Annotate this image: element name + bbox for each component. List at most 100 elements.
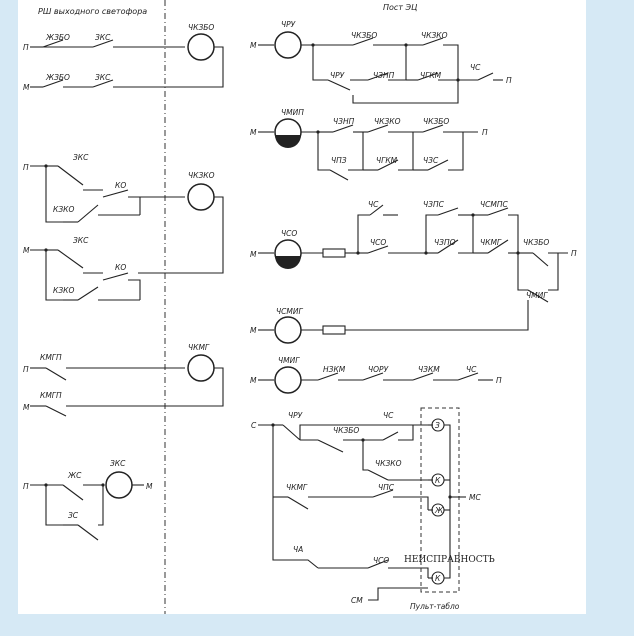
header-right: Пост ЭЦ — [383, 3, 417, 12]
label-zks4: ЗКС — [73, 236, 89, 245]
resistor-r4 — [322, 325, 346, 335]
circuit-indication: С З К Ж К МС — [251, 407, 495, 611]
label-r2-b: ЧКЗКО — [374, 117, 401, 126]
label-r3-g: ЧКЗБО — [523, 238, 549, 247]
circuit-diagram: РШ выходного светофора Пост ЭЦ П М ЖЗБО … — [23, 0, 577, 614]
relay-coil-chmig — [274, 366, 302, 394]
relay-coil-chkzbo — [187, 33, 215, 61]
label-panel: Пульт-табло — [410, 602, 460, 611]
label-lamp-common: МС — [469, 493, 481, 502]
label-kzko2: КЗКО — [53, 286, 74, 295]
pol-m-2: М — [23, 246, 30, 255]
circuit-chkmg: П М КМГП КМГП ЧКМГ — [23, 343, 224, 417]
label-r3-d: ЧСО — [370, 238, 386, 247]
label-b-h: ЧСО — [373, 556, 389, 565]
label-b-e: ЧКМГ — [286, 483, 308, 492]
label-kmgp1: КМГП — [40, 353, 62, 362]
label-b-f: ЧПС — [378, 483, 395, 492]
label-r2-d: ЧПЗ — [331, 156, 347, 165]
label-r5-b: ЧОРУ — [368, 365, 389, 374]
label-b-g: ЧА — [293, 545, 303, 554]
pol-m-r5: М — [250, 376, 257, 385]
label-r1-f: ЧС — [470, 63, 481, 72]
pol-p-r1: П — [506, 76, 512, 85]
label-zks2: ЗКС — [95, 73, 111, 82]
pol-s: С — [251, 421, 257, 430]
pol-p-3: П — [23, 365, 29, 374]
label-zbo1: ЖЗБО — [45, 33, 70, 42]
label-r3-f: ЧКМГ — [480, 238, 502, 247]
pol-p-2: П — [23, 163, 29, 172]
label-zks1: ЗКС — [95, 33, 111, 42]
relay-coil-chkzko — [187, 183, 215, 211]
label-r1-c: ЧРУ — [330, 71, 345, 80]
label-coil-zks: ЗКС — [110, 459, 126, 468]
circuit-zks: П М ЖС ЗС ЗКС — [23, 459, 153, 541]
circuit-chkzko: П М ЗКС КО КЗКО ЧКЗКО ЗКС КО КЗКО — [23, 153, 224, 301]
relay-coil-chru — [274, 31, 302, 59]
label-zhs: ЖС — [67, 471, 82, 480]
label-r2-f: ЧЗС — [423, 156, 439, 165]
label-zs: ЗС — [68, 511, 79, 520]
relay-coil-chsmig — [274, 316, 302, 344]
label-coil-chkzbo: ЧКЗБО — [188, 23, 214, 32]
resistor-r3 — [322, 248, 346, 258]
label-r1-b: ЧКЗКО — [421, 31, 448, 40]
label-r1-coil: ЧРУ — [281, 20, 296, 29]
label-lamp-z: З — [435, 421, 440, 430]
pol-p-r2: П — [482, 128, 488, 137]
label-fault: НЕИСПРАВНОСТЬ — [404, 555, 495, 565]
label-r1-e: ЧГКМ — [420, 71, 442, 80]
relay-coil-chkmg — [187, 354, 215, 382]
label-b-d: ЧКЗКО — [375, 459, 402, 468]
pol-m-r1: М — [250, 41, 257, 50]
circuit-chmip: М П ЧМИП ЧЗНП ЧКЗКО ЧКЗБО ЧПЗ ЧГКМ ЧЗС — [250, 80, 488, 181]
label-r3-h: ЧМИГ — [526, 291, 548, 300]
label-r5-a: НЗКМ — [323, 365, 346, 374]
label-lamp-k1: К — [435, 476, 441, 485]
pol-p-r3: П — [571, 249, 577, 258]
label-coil-chkmg: ЧКМГ — [188, 343, 210, 352]
label-coil-chkzko: ЧКЗКО — [188, 171, 215, 180]
circuit-chkzbo: П М ЖЗБО ЗКС ЖЗБО ЗКС ЧКЗБО — [23, 23, 224, 92]
label-r1-d: ЧЗНП — [373, 71, 395, 80]
label-ko1: КО — [115, 181, 126, 190]
label-lamp-zh: Ж — [434, 506, 444, 515]
circuit-chso: М П ЧСО ЧС ЧЗПС ЧСМПС ЧСО Ч — [250, 200, 577, 303]
label-r3-b: ЧЗПС — [423, 200, 445, 209]
pol-p-1: П — [23, 43, 29, 52]
pol-m-1: М — [23, 83, 30, 92]
control-panel-box — [420, 407, 460, 593]
label-kmgp2: КМГП — [40, 391, 62, 400]
label-kzko1: КЗКО — [53, 205, 74, 214]
label-r2-a: ЧЗНП — [333, 117, 355, 126]
label-r5-c: ЧЗКМ — [418, 365, 440, 374]
label-r3-coil: ЧСО — [281, 229, 297, 238]
label-lamp-k2: К — [435, 574, 441, 583]
label-ko2: КО — [115, 263, 126, 272]
label-r3-e: ЧЗПО — [434, 238, 456, 247]
pol-m-3: М — [23, 403, 30, 412]
pol-p-4: П — [23, 482, 29, 491]
label-r5-d: ЧС — [466, 365, 477, 374]
label-r3-a: ЧС — [368, 200, 379, 209]
pol-m-4: М — [146, 482, 153, 491]
label-r2-e: ЧГКМ — [376, 156, 398, 165]
label-zks3: ЗКС — [73, 153, 89, 162]
label-b-a: ЧРУ — [288, 411, 303, 420]
label-zbo2: ЖЗБО — [45, 73, 70, 82]
circuit-chmig: М П ЧМИГ НЗКМ ЧОРУ ЧЗКМ ЧС — [250, 356, 502, 394]
pol-m-r4: М — [250, 326, 257, 335]
pol-p-r5: П — [496, 376, 502, 385]
label-b-b: ЧС — [383, 411, 394, 420]
relay-coil-zks — [105, 471, 133, 499]
label-r2-c: ЧКЗБО — [423, 117, 449, 126]
pol-sm: СМ — [351, 596, 363, 605]
label-r5-coil: ЧМИГ — [278, 356, 300, 365]
circuit-chru: М П ЧРУ ЧКЗБО ЧКЗКО ЧРУ ЧЗНП ЧГКМ ЧС — [250, 20, 512, 91]
circuit-chsmig: М ЧСМИГ — [250, 300, 529, 344]
pol-m-r3: М — [250, 250, 257, 259]
schematic-sheet: РШ выходного светофора Пост ЭЦ П М ЖЗБО … — [18, 0, 586, 614]
label-r2-coil: ЧМИП — [281, 108, 304, 117]
label-r4-coil: ЧСМИГ — [276, 307, 303, 316]
